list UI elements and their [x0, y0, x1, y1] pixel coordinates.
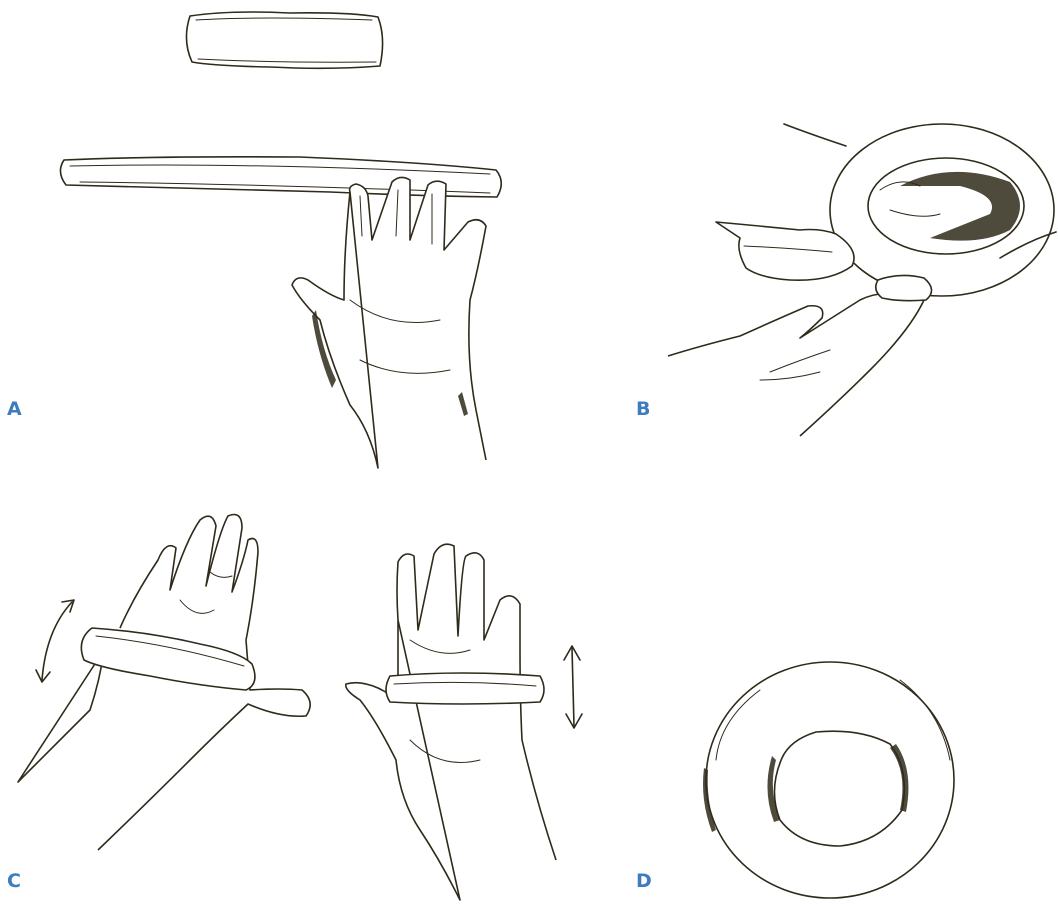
- vertical-arrow-icon: [564, 646, 582, 728]
- curved-arrow-icon: [36, 600, 74, 682]
- panel-b: [668, 124, 1056, 436]
- panel-label-c: C: [7, 870, 21, 892]
- panel-c: [18, 515, 582, 901]
- clay-ring-in-hands: [668, 124, 1056, 436]
- panel-label-d: D: [636, 870, 652, 892]
- panel-label-a: A: [7, 398, 22, 420]
- hand-a: [292, 177, 486, 468]
- panel-a: [60, 12, 501, 468]
- panel-label-b: B: [636, 398, 650, 420]
- clay-ring-finished: [703, 662, 954, 898]
- panel-d: [703, 662, 954, 898]
- hand-c-right: [346, 544, 556, 900]
- clay-coil-right: [386, 673, 544, 704]
- hand-c-left: [18, 515, 310, 851]
